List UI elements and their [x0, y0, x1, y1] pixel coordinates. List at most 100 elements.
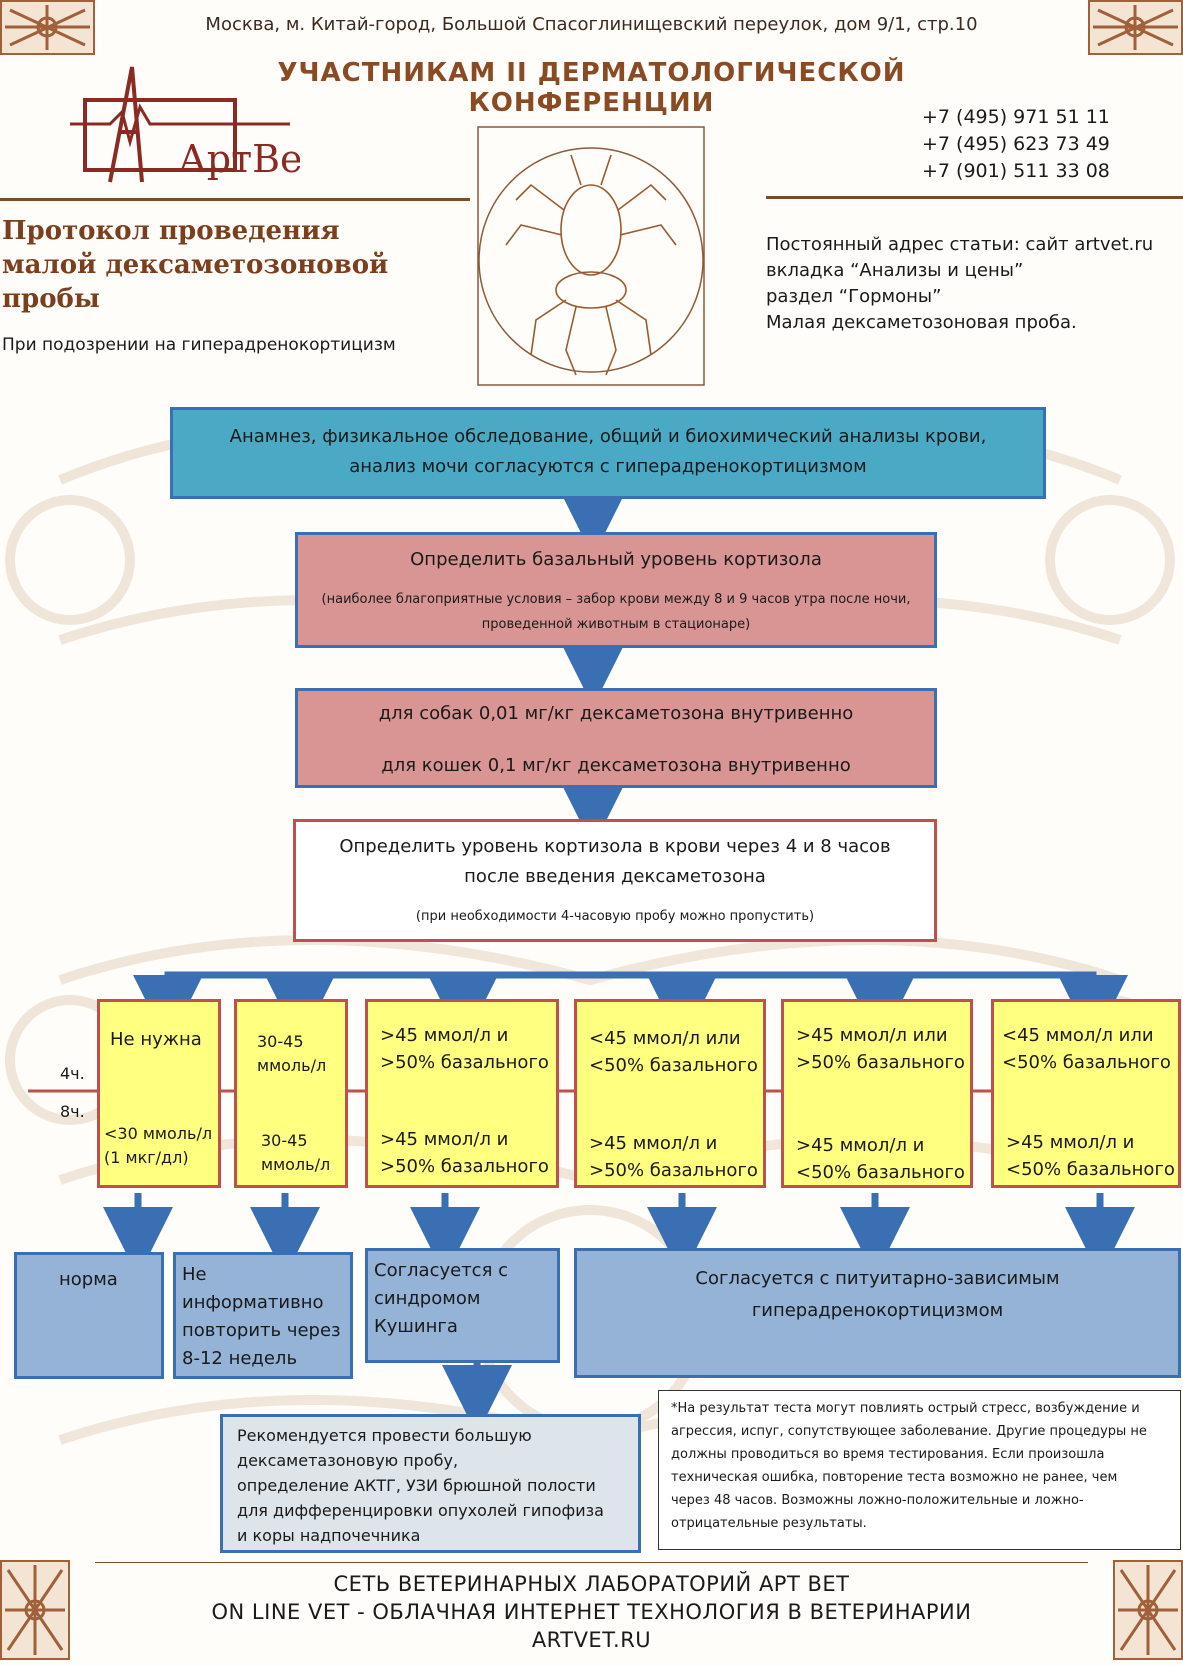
corner-ornament-top-left: [0, 0, 95, 55]
interpretation-normal: норма: [14, 1252, 164, 1379]
interpretation-cushing: Согласуется с синдромом Кушинга: [365, 1248, 560, 1363]
conference-title: УЧАСТНИКАМ II ДЕРМАТОЛОГИЧЕСКОЙ КОНФЕРЕН…: [277, 58, 906, 118]
step-measure-cortisol: Определить уровень кортизола в крови чер…: [293, 819, 937, 942]
value-line: >45 ммол/л и: [589, 1133, 718, 1154]
value-4h: 30-45 ммоль/л: [257, 1030, 326, 1078]
interpretation-uninformative: Не информативно повторить через 8-12 нед…: [173, 1252, 353, 1379]
document-title: Протокол проведения малой дексаметозонов…: [2, 214, 422, 316]
result-column-4: <45 ммол/л или <50% базального >45 ммол/…: [574, 999, 766, 1188]
title-line: Протокол проведения: [2, 216, 340, 246]
permalink-line[interactable]: Постоянный адрес статьи: сайт artvet.ru: [766, 234, 1154, 255]
recommendation-box: Рекомендуется провести большую дексамета…: [220, 1414, 641, 1553]
value-line: >50% базального: [380, 1052, 549, 1073]
footnote-line: агрессия, испуг, сопутствующее заболеван…: [671, 1424, 1147, 1439]
phone-number[interactable]: +7 (495) 971 51 11: [922, 106, 1110, 128]
value-8h: >45 ммол/л и <50% базального: [796, 1132, 965, 1186]
phones-block: +7 (495) 971 51 11 +7 (495) 623 73 49 +7…: [922, 104, 1110, 185]
value-4h: <45 ммол/л или <50% базального: [589, 1025, 758, 1079]
value-line: <45 ммол/л или: [1002, 1025, 1154, 1046]
interpretation-line: Не: [182, 1264, 207, 1285]
footer-line: СЕТЬ ВЕТЕРИНАРНЫХ ЛАБОРАТОРИЙ АРТ ВЕТ: [333, 1572, 850, 1596]
value-line: (1 мкг/дл): [104, 1148, 189, 1167]
value-line: >45 ммол/л и: [1006, 1132, 1135, 1153]
value-4h: Не нужна: [110, 1029, 202, 1050]
row-label-8h: 8ч.: [60, 1102, 85, 1121]
step-text: для собак 0,01 мг/кг дексаметозона внутр…: [378, 703, 854, 724]
value-4h: >45 ммол/л и >50% базального: [380, 1022, 549, 1076]
footer: СЕТЬ ВЕТЕРИНАРНЫХ ЛАБОРАТОРИЙ АРТ ВЕТ ON…: [0, 1570, 1183, 1654]
interpretation-pituitary: Согласуется с питуитарно-зависимым гипер…: [574, 1248, 1181, 1378]
value-line: ммоль/л: [257, 1056, 327, 1075]
artvet-logo: АртВет: [70, 66, 300, 183]
value-line: <50% базального: [1006, 1159, 1175, 1180]
value-line: 30-45: [261, 1131, 308, 1150]
interpretation-line: Согласуется с питуитарно-зависимым: [695, 1268, 1060, 1289]
footnote-line: через 48 часов. Возможны ложно-положител…: [671, 1493, 1084, 1508]
step-text: Анамнез, физикальное обследование, общий…: [229, 426, 987, 447]
mite-illustration: [477, 126, 705, 386]
value-line: >50% базального: [380, 1156, 549, 1177]
note-line: (наиболее благоприятные условия – забор …: [321, 592, 911, 607]
footnote-line: *На результат теста могут повлиять остры…: [671, 1401, 1140, 1416]
corner-ornament-top-right: [1088, 0, 1183, 55]
value-4h: <45 ммол/л или <50% базального: [1002, 1022, 1171, 1076]
note-line: проведенной животным в стационаре): [481, 617, 751, 632]
value-line: <50% базального: [796, 1162, 965, 1183]
permalink-line: вкладка “Анализы и цены”: [766, 260, 1024, 281]
value-line: <30 ммоль/л: [104, 1124, 213, 1143]
step-note: (при необходимости 4-часовую пробу можно…: [415, 909, 815, 924]
value-4h: >45 ммол/л или >50% базального: [796, 1022, 965, 1076]
recommendation-line: Рекомендуется провести большую: [237, 1426, 532, 1445]
phone-number[interactable]: +7 (901) 511 33 08: [922, 160, 1110, 182]
value-8h: <30 ммоль/л (1 мкг/дл): [104, 1122, 212, 1170]
permalink-line: Малая дексаметозоновая проба.: [766, 312, 1077, 333]
step-note: (наиболее благоприятные условия – забор …: [298, 587, 934, 637]
footer-link[interactable]: ARTVET.RU: [531, 1628, 652, 1652]
interpretation-line: Согласуется с: [374, 1260, 509, 1281]
title-line: малой дексаметозоновой: [2, 250, 389, 280]
step-basal-cortisol: Определить базальный уровень кортизола (…: [295, 532, 937, 648]
logo-text: АртВет: [178, 137, 300, 181]
result-column-3: >45 ммол/л и >50% базального >45 ммол/л …: [365, 999, 559, 1188]
interpretation-line: синдромом: [374, 1288, 481, 1309]
corner-ornament-bottom-left: [0, 1560, 70, 1660]
footer-line: ON LINE VET - ОБЛАЧНАЯ ИНТЕРНЕТ ТЕХНОЛОГ…: [211, 1600, 972, 1624]
interpretation-line: информативно: [182, 1292, 324, 1313]
interpretation-line: повторить через: [182, 1320, 341, 1341]
interpretation-line: 8-12 недель: [182, 1348, 298, 1369]
step-dexamethasone-dose: для собак 0,01 мг/кг дексаметозона внутр…: [295, 688, 937, 788]
value-8h: 30-45 ммоль/л: [261, 1129, 330, 1177]
value-8h: >45 ммол/л и >50% базального: [380, 1126, 549, 1180]
step-anamnesis: Анамнез, физикальное обследование, общий…: [170, 407, 1046, 499]
result-column-6: <45 ммол/л или <50% базального >45 ммол/…: [991, 999, 1181, 1188]
value-line: <50% базального: [589, 1055, 758, 1076]
interpretation-line: Кушинга: [374, 1316, 458, 1337]
result-column-1: Не нужна <30 ммоль/л (1 мкг/дл): [97, 999, 221, 1188]
step-text: после введения дексаметозона: [464, 866, 766, 887]
recommendation-line: и коры надпочечника: [237, 1526, 421, 1545]
phone-number[interactable]: +7 (495) 623 73 49: [922, 133, 1110, 155]
footnote-line: техническая ошибка, повторение теста воз…: [671, 1470, 1118, 1485]
interpretation-line: гиперадренокортицизмом: [751, 1300, 1004, 1321]
footer-divider: [95, 1562, 1088, 1563]
value-line: >45 ммол/л и: [380, 1129, 509, 1150]
value-line: >50% базального: [589, 1160, 758, 1181]
result-column-5: >45 ммол/л или >50% базального >45 ммол/…: [781, 999, 973, 1188]
corner-ornament-bottom-right: [1113, 1560, 1183, 1660]
value-line: <50% базального: [1002, 1052, 1171, 1073]
left-divider: [0, 198, 470, 201]
value-line: ммоль/л: [261, 1155, 331, 1174]
value-line: >50% базального: [796, 1052, 965, 1073]
interpretation-text: норма: [59, 1269, 118, 1290]
value-line: 30-45: [257, 1032, 304, 1051]
header-address: Москва, м. Китай-город, Большой Спасогли…: [205, 14, 978, 35]
footnote-line: должны проводиться во время тестирования…: [671, 1447, 1105, 1462]
right-divider: [766, 196, 1183, 199]
step-text: для кошек 0,1 мг/кг дексаметозона внутри…: [381, 755, 851, 776]
footnote-line: отрицательные результаты.: [671, 1516, 867, 1531]
row-label-4h: 4ч.: [60, 1064, 85, 1083]
result-column-2: 30-45 ммоль/л 30-45 ммоль/л: [234, 999, 348, 1188]
value-line: >45 ммол/л и: [796, 1135, 925, 1156]
value-line: >45 ммол/л или: [796, 1025, 948, 1046]
